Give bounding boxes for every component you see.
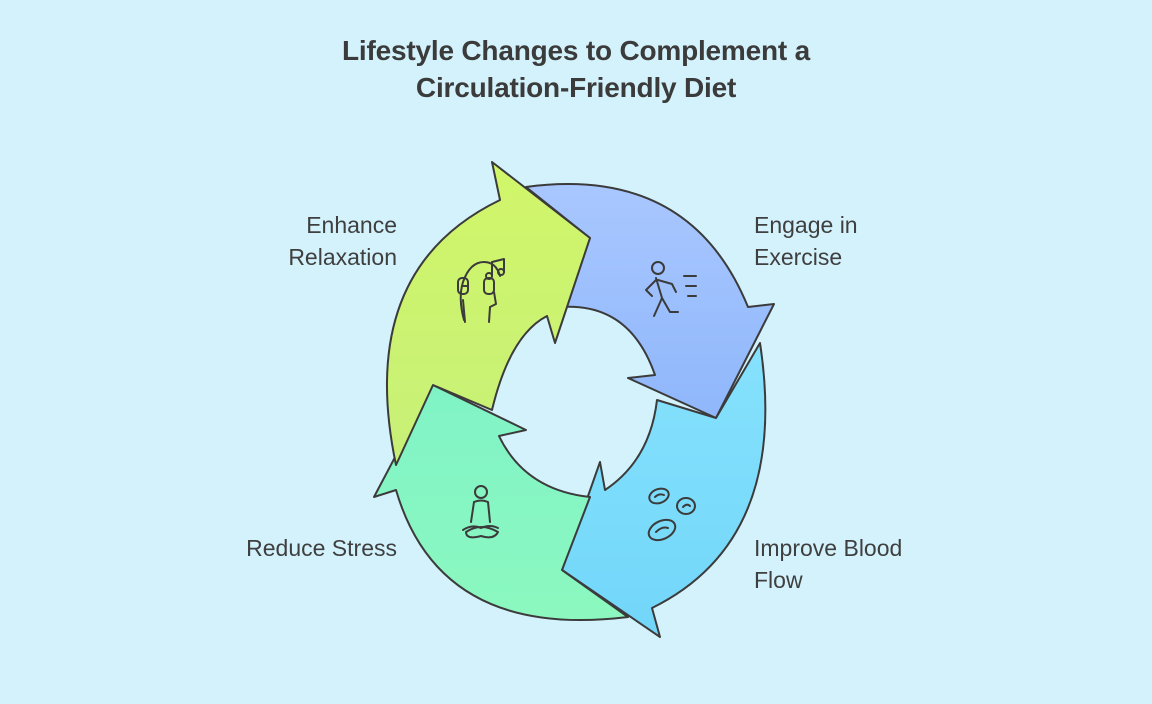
label-exercise-line-1: Engage in <box>754 212 858 238</box>
running-person-icon <box>645 261 697 317</box>
headphones-music-icon <box>457 258 505 323</box>
diagram-title: Lifestyle Changes to Complement a Circul… <box>0 32 1152 106</box>
label-relaxation-line-1: Enhance <box>306 212 397 238</box>
label-blood-flow-line-1: Improve Blood <box>754 535 903 561</box>
label-exercise-line-2: Exercise <box>754 244 843 270</box>
segment-blood-flow <box>561 342 767 638</box>
label-exercise: Engage in Exercise <box>754 209 944 273</box>
segment-reduce-stress <box>373 384 629 621</box>
label-blood-flow-line-2: Flow <box>754 567 803 593</box>
segment-exercise <box>525 183 775 419</box>
segment-relaxation <box>385 161 591 466</box>
label-relaxation: Enhance Relaxation <box>207 209 397 273</box>
label-relaxation-line-2: Relaxation <box>288 244 397 270</box>
title-line-2: Circulation-Friendly Diet <box>415 72 737 103</box>
label-blood-flow: Improve Blood Flow <box>754 532 944 596</box>
blood-cells-icon <box>647 487 696 542</box>
meditation-icon <box>462 485 499 539</box>
label-reduce-stress: Reduce Stress <box>207 532 397 564</box>
label-reduce-stress-line-1: Reduce Stress <box>246 535 397 561</box>
title-line-1: Lifestyle Changes to Complement a <box>342 35 810 66</box>
